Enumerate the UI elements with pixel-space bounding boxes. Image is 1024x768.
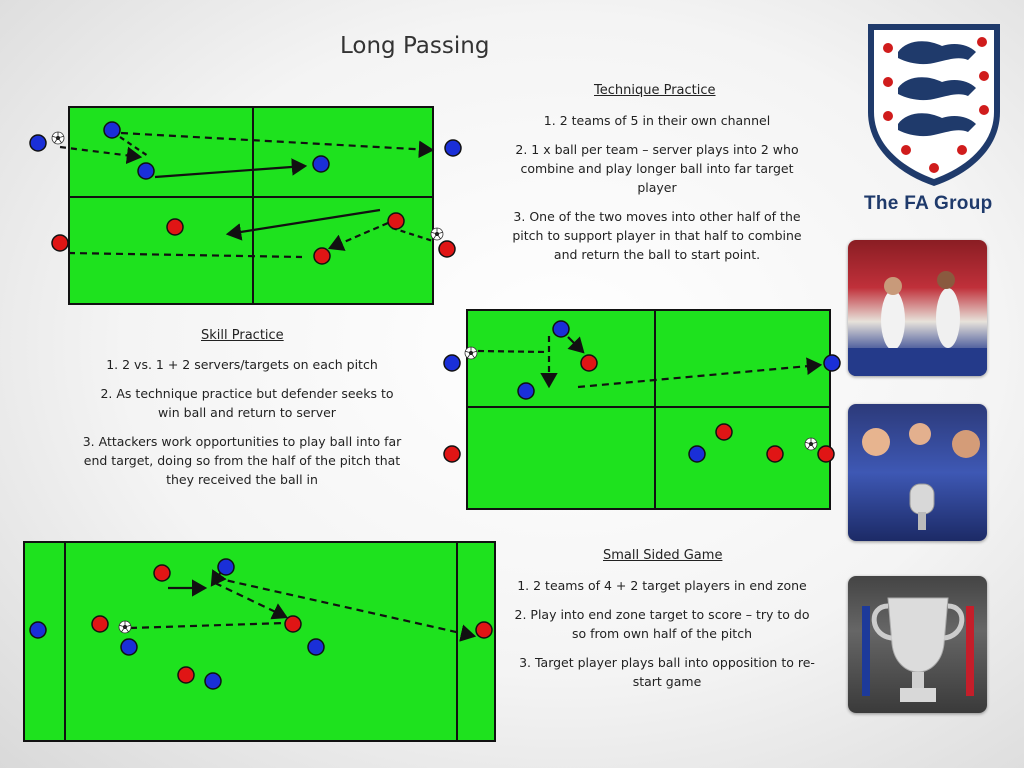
football-icon xyxy=(430,227,444,241)
halfway-line xyxy=(654,311,656,508)
red-player xyxy=(284,615,302,633)
blue-player xyxy=(688,445,706,463)
page-title: Long Passing xyxy=(340,33,490,59)
red-player xyxy=(580,354,598,372)
trophy-photo xyxy=(848,576,987,713)
channel-divider xyxy=(70,196,432,198)
red-player xyxy=(177,666,195,684)
red-player xyxy=(715,423,733,441)
three-lions-crest-icon xyxy=(868,24,1000,186)
skill-players xyxy=(443,320,841,463)
match-action-photo xyxy=(848,240,987,376)
technique-arrows xyxy=(59,131,435,259)
skill-heading: Skill Practice xyxy=(201,328,284,343)
blue-player xyxy=(137,162,155,180)
blue-player xyxy=(103,121,121,139)
red-player xyxy=(443,445,461,463)
blue-player xyxy=(443,354,461,372)
technique-point-3: 3. One of the two moves into other half … xyxy=(512,209,802,262)
ssg-arrows xyxy=(129,569,477,642)
celebration-photo xyxy=(848,404,987,541)
blue-player xyxy=(312,155,330,173)
end-zone-line-right xyxy=(456,543,458,740)
end-zone-line-left xyxy=(64,543,66,740)
skill-point-1: 1. 2 vs. 1 + 2 servers/targets on each p… xyxy=(106,357,378,372)
blue-player xyxy=(217,558,235,576)
blue-player xyxy=(29,134,47,152)
red-player xyxy=(166,218,184,236)
technique-point-1: 1. 2 teams of 5 in their own channel xyxy=(543,113,771,128)
skill-arrows xyxy=(477,336,823,389)
technique-players xyxy=(29,121,462,265)
blue-player xyxy=(307,638,325,656)
football-icon xyxy=(118,620,132,634)
blue-player xyxy=(444,139,462,157)
fa-cup-trophy-image xyxy=(862,597,974,702)
blue-player xyxy=(552,320,570,338)
technique-pitch xyxy=(68,106,434,305)
players-heading-image xyxy=(848,271,987,376)
ssg-players xyxy=(29,558,493,690)
skill-point-3: 3. Attackers work opportunities to play … xyxy=(82,434,402,487)
red-player xyxy=(766,445,784,463)
technique-heading: Technique Practice xyxy=(594,83,716,98)
brand-name: The FA Group xyxy=(864,193,993,214)
ssg-point-1: 1. 2 teams of 4 + 2 target players in en… xyxy=(517,578,807,593)
ssg-point-3: 3. Target player plays ball into opposit… xyxy=(519,655,815,689)
blue-player xyxy=(517,382,535,400)
blue-player xyxy=(204,672,222,690)
red-player xyxy=(475,621,493,639)
red-player xyxy=(51,234,69,252)
red-player xyxy=(387,212,405,230)
team-with-trophy-image xyxy=(862,423,980,530)
skill-point-2: 2. As technique practice but defender se… xyxy=(100,386,394,420)
football-icon xyxy=(464,346,478,360)
red-player xyxy=(91,615,109,633)
technique-point-2: 2. 1 x ball per team – server plays into… xyxy=(515,142,799,195)
ssg-pitch xyxy=(23,541,496,742)
ssg-point-2: 2. Play into end zone target to score – … xyxy=(514,607,810,641)
skill-pitch xyxy=(466,309,831,510)
red-player xyxy=(438,240,456,258)
football-icon xyxy=(804,437,818,451)
channel-divider xyxy=(468,406,829,408)
halfway-line xyxy=(252,108,254,303)
blue-player xyxy=(120,638,138,656)
red-player xyxy=(153,564,171,582)
football-icon xyxy=(51,131,65,145)
ssg-heading: Small Sided Game xyxy=(603,548,723,563)
blue-player xyxy=(823,354,841,372)
red-player xyxy=(313,247,331,265)
blue-player xyxy=(29,621,47,639)
red-player xyxy=(817,445,835,463)
